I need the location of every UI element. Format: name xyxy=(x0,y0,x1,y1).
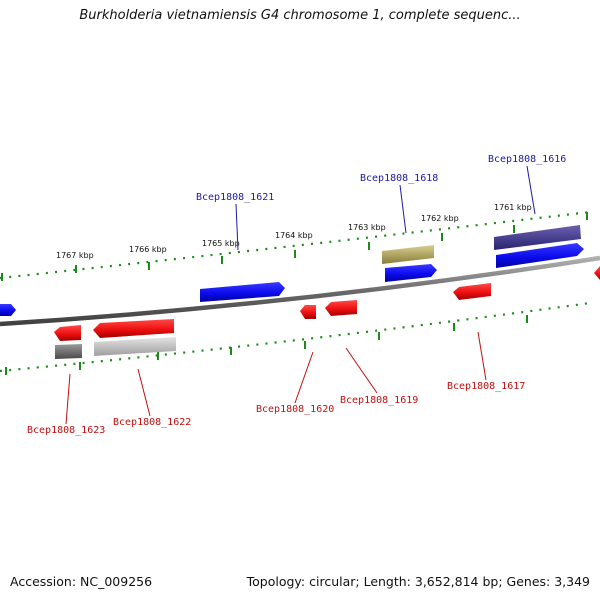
genome-backbone xyxy=(0,255,600,327)
label-Bcep1808_1623[interactable]: Bcep1808_1623 xyxy=(27,425,105,436)
label-Bcep1808_1617[interactable]: Bcep1808_1617 xyxy=(447,381,525,392)
reverse-label-leaders xyxy=(65,331,487,425)
forward-scale-line xyxy=(0,210,591,280)
accession-text: Accession: NC_009256 xyxy=(10,574,153,589)
scale-label-1765: 1765 kbp xyxy=(202,239,240,248)
gene-Bcep1808_1618[interactable] xyxy=(385,264,437,282)
reverse-genes[interactable] xyxy=(54,266,600,341)
gene-forward-edge-left[interactable] xyxy=(0,304,16,316)
label-Bcep1808_1618[interactable]: Bcep1808_1618 xyxy=(360,173,438,184)
gene-Bcep1808_1623[interactable] xyxy=(54,325,81,341)
scale-label-1761: 1761 kbp xyxy=(494,203,532,212)
gene-Bcep1808_1616[interactable] xyxy=(496,243,584,268)
gene-Bcep1808_1622[interactable] xyxy=(93,319,174,338)
gene-Bcep1808_1617[interactable] xyxy=(453,283,491,300)
gene-Bcep1808_1620[interactable] xyxy=(300,305,316,319)
forward-major-ticks xyxy=(1,212,588,281)
label-Bcep1808_1616[interactable]: Bcep1808_1616 xyxy=(488,154,566,165)
feature-lightgray-bar[interactable] xyxy=(94,337,176,356)
topology-text: Topology: circular; Length: 3,652,814 bp… xyxy=(246,574,590,589)
scale-label-1766: 1766 kbp xyxy=(129,245,167,254)
feature-navy-bar[interactable] xyxy=(494,225,581,250)
label-Bcep1808_1621[interactable]: Bcep1808_1621 xyxy=(196,192,274,203)
scale-label-1764: 1764 kbp xyxy=(275,231,313,240)
forward-label-leaders xyxy=(235,165,536,251)
gene-Bcep1808_1621[interactable] xyxy=(200,282,285,302)
reverse-major-ticks xyxy=(5,315,528,375)
map-title: Burkholderia vietnamiensis G4 chromosome… xyxy=(79,8,521,23)
scale-label-1763: 1763 kbp xyxy=(348,223,386,232)
feature-olive-bar[interactable] xyxy=(382,245,434,264)
gene-reverse-edge-right[interactable] xyxy=(594,266,600,280)
label-Bcep1808_1619[interactable]: Bcep1808_1619 xyxy=(340,395,418,406)
label-Bcep1808_1620[interactable]: Bcep1808_1620 xyxy=(256,404,334,415)
scale-label-1762: 1762 kbp xyxy=(421,214,459,223)
forward-genes[interactable] xyxy=(0,243,584,316)
scale-label-1767: 1767 kbp xyxy=(56,251,94,260)
feature-darkgray-bar[interactable] xyxy=(55,344,82,359)
reverse-scale-line xyxy=(0,301,591,373)
label-Bcep1808_1622[interactable]: Bcep1808_1622 xyxy=(113,417,191,428)
gene-Bcep1808_1619[interactable] xyxy=(325,300,357,316)
